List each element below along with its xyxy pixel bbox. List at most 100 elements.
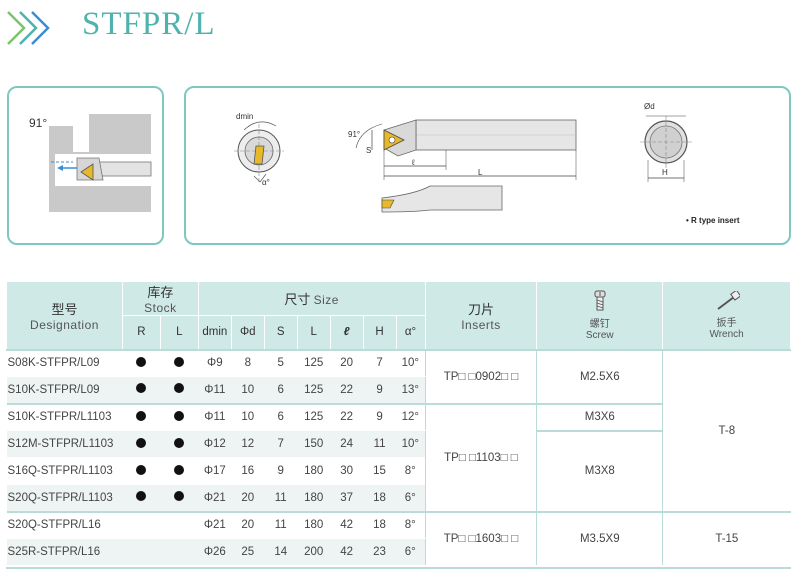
designation-cell: S16Q-STFPR/L1103 — [6, 457, 123, 485]
ell-cell: 20 — [330, 348, 364, 377]
s-cell: 9 — [264, 457, 298, 485]
inserts-header: 刀片 Inserts — [424, 281, 538, 350]
dimension-diagram-panel: dmin α° 91° S ℓ L Ød H • R type insert — [184, 86, 791, 245]
dmin-label: dmin — [236, 112, 254, 121]
in-stock-dot-icon — [174, 356, 185, 367]
L-header: L — [296, 315, 331, 350]
angle-label: 91° — [29, 116, 48, 130]
stock-r-cell — [122, 510, 161, 539]
dmin-cell: Φ9 — [198, 348, 232, 377]
stock-header: 库存 Stock — [121, 281, 199, 316]
table-row: S10K-STFPR/L09 Φ11 10 6 125 22 9 13° — [6, 376, 791, 404]
s-header: S — [263, 315, 298, 350]
od-header: Φd — [230, 315, 265, 350]
in-stock-dot-icon — [136, 356, 147, 367]
h-cell: 15 — [363, 457, 397, 485]
ell-cell: 42 — [330, 538, 364, 566]
s-cell: 6 — [264, 402, 298, 431]
ell-cell: 42 — [330, 510, 364, 539]
stock-r-cell — [122, 376, 161, 404]
L-cell: 180 — [297, 457, 331, 485]
designation-cell: S20Q-STFPR/L1103 — [6, 484, 123, 512]
stock-l-cell — [160, 457, 199, 485]
size-header: 尺寸 Size — [197, 281, 426, 316]
h-header: H — [362, 315, 397, 350]
designation-cell: S12M-STFPR/L1103 — [6, 430, 123, 458]
stock-r-cell — [122, 457, 161, 485]
alpha-header: α° — [395, 315, 426, 350]
designation-cell: S10K-STFPR/L09 — [6, 376, 123, 404]
stock-r-cell — [122, 348, 161, 377]
s-cell: 14 — [264, 538, 298, 566]
d-cell: 25 — [231, 538, 265, 566]
table-row: S16Q-STFPR/L1103 Φ17 16 9 180 30 15 8° — [6, 457, 791, 485]
d-cell: 16 — [231, 457, 265, 485]
d-cell: 10 — [231, 376, 265, 404]
od-label: Ød — [644, 102, 655, 111]
s-cell: 7 — [264, 430, 298, 458]
alpha-cell: 6° — [396, 484, 425, 512]
page-title: STFPR/L — [82, 6, 216, 42]
in-stock-dot-icon — [136, 464, 147, 475]
angle-91-label: 91° — [348, 130, 361, 139]
h-cell: 9 — [363, 376, 397, 404]
in-stock-dot-icon — [174, 383, 185, 394]
insert-cell: TP□ □1603□ □ — [424, 510, 537, 566]
alpha-cell: 6° — [396, 538, 425, 566]
designation-cell: S20Q-STFPR/L16 — [6, 510, 123, 539]
screw-cell: M3X6 — [536, 402, 663, 432]
alpha-cell: 13° — [396, 376, 425, 404]
stock-r-cell — [122, 402, 161, 431]
r-type-note: • R type insert — [686, 216, 740, 225]
in-stock-dot-icon — [174, 464, 185, 475]
s-cell: 5 — [264, 348, 298, 377]
stock-l-cell — [160, 348, 199, 377]
stock-l-cell — [160, 430, 199, 458]
stock-l-cell — [160, 510, 199, 539]
in-stock-dot-icon — [174, 491, 185, 502]
screw-cell: M3.5X9 — [536, 510, 663, 566]
wrench-icon — [716, 289, 741, 310]
table-row: S20Q-STFPR/L1103 Φ21 20 11 180 37 18 6° — [6, 484, 791, 512]
in-stock-dot-icon — [136, 491, 147, 502]
stock-l-cell — [160, 484, 199, 512]
h-cell: 11 — [363, 430, 397, 458]
s-dimension-label: S — [366, 146, 372, 155]
d-cell: 20 — [231, 484, 265, 512]
boring-application-diagram — [49, 114, 152, 212]
screw-header: 螺钉 Screw — [536, 281, 664, 350]
dmin-cell: Φ17 — [198, 457, 232, 485]
alpha-cell: 8° — [396, 457, 425, 485]
d-cell: 20 — [231, 510, 265, 539]
insert-cell: TP□ □1103□ □ — [424, 402, 537, 512]
h-cell: 23 — [363, 538, 397, 566]
in-stock-dot-icon — [136, 437, 147, 448]
alpha-cell: 10° — [396, 348, 425, 377]
d-cell: 8 — [231, 348, 265, 377]
ell-dimension-label: ℓ — [412, 158, 415, 167]
page-header: STFPR/L — [0, 0, 803, 60]
alpha-cell: 12° — [396, 402, 425, 431]
stock-r-cell — [122, 430, 161, 458]
table-bottom-divider — [6, 567, 791, 569]
in-stock-dot-icon — [174, 410, 185, 421]
screw-cell: M2.5X6 — [536, 348, 663, 404]
designation-cell: S08K-STFPR/L09 — [6, 348, 123, 377]
table-row: S12M-STFPR/L1103 Φ12 12 7 150 24 11 10° … — [6, 430, 791, 512]
stock-l-cell — [160, 376, 199, 404]
alpha-label: α° — [262, 178, 270, 187]
insert-cell: TP□ □0902□ □ — [424, 348, 537, 404]
table-row: S10K-STFPR/L1103 Φ11 10 6 125 22 9 12° T… — [6, 402, 791, 512]
wrench-header: 扳手 Wrench — [662, 281, 791, 350]
stock-r-cell — [122, 538, 161, 566]
L-cell: 200 — [297, 538, 331, 566]
designation-cell: S10K-STFPR/L1103 — [6, 402, 123, 431]
stock-l-cell — [160, 402, 199, 431]
h-cell: 9 — [363, 402, 397, 431]
stock-r-cell — [122, 484, 161, 512]
h-cell: 18 — [363, 510, 397, 539]
screw-icon — [594, 290, 606, 311]
stock-l-header: L — [159, 315, 199, 350]
dmin-cell: Φ11 — [198, 402, 232, 431]
d-cell: 10 — [231, 402, 265, 431]
